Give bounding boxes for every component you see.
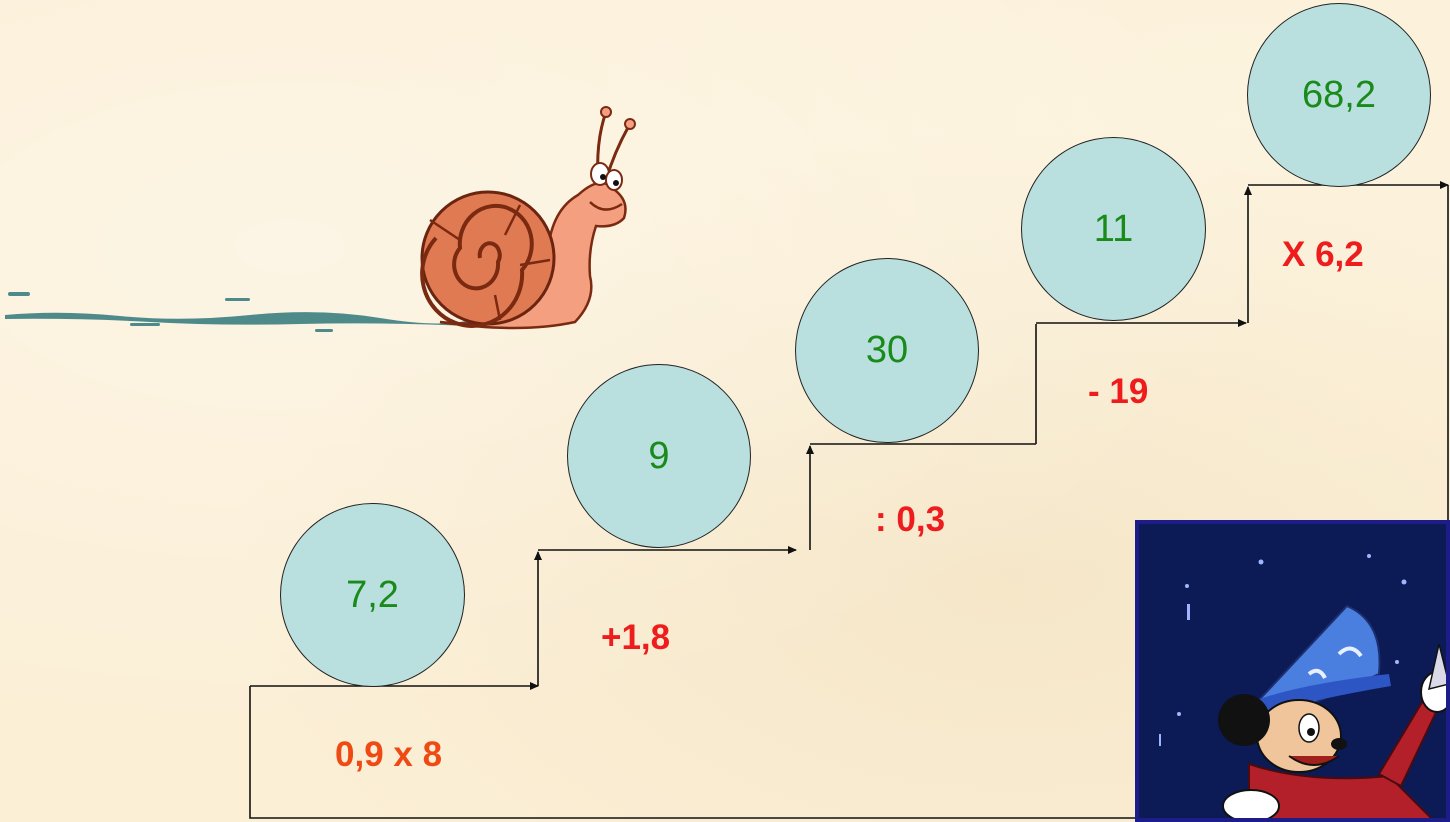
staircase-base [249,686,1450,819]
operation-label-2: +1,8 [601,618,671,657]
operation-label-4: - 19 [1088,372,1149,411]
snail-illustration [5,106,636,332]
operation-label-1: 0,9 x 8 [335,735,443,774]
wizard-mouse-illustration [1135,520,1450,822]
result-bubble-3: 30 [795,258,979,443]
operation-label-5: X 6,2 [1282,235,1364,274]
result-bubble-2: 9 [567,364,751,548]
wizard-mouse-picture [1159,554,1446,818]
result-bubble-5: 68,2 [1247,3,1431,187]
result-bubble-1: 7,2 [280,503,465,687]
operation-label-3: : 0,3 [875,500,946,539]
result-bubble-4: 11 [1021,137,1206,321]
